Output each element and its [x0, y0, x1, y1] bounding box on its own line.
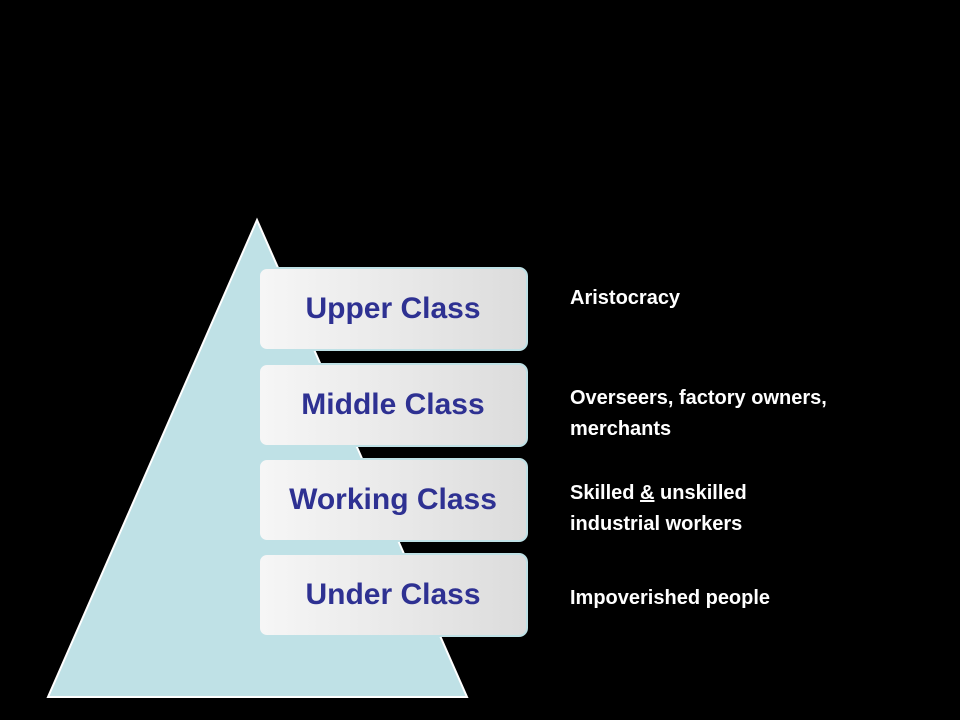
tier-label: Middle Class [301, 388, 485, 421]
description-upper-class: Aristocracy [570, 283, 910, 314]
description-line: Aristocracy [570, 287, 681, 309]
tier-upper-class: Upper Class [258, 267, 528, 351]
description-line: Impoverished people [570, 587, 771, 609]
tier-working-class: Working Class [258, 458, 528, 542]
description-line: industrial workers [570, 513, 743, 535]
tier-middle-class: Middle Class [258, 363, 528, 447]
tier-label: Under Class [305, 578, 481, 611]
description-under-class: Impoverished people [570, 583, 910, 614]
tier-label: Working Class [289, 483, 497, 516]
tier-label: Upper Class [305, 292, 481, 325]
underlined-ampersand: & [640, 482, 655, 504]
tier-under-class: Under Class [258, 553, 528, 637]
description-working-class: Skilled & unskilled industrial workers [570, 478, 910, 540]
description-line: Skilled & unskilled [570, 478, 910, 509]
description-line: merchants [570, 418, 672, 440]
description-line: Overseers, factory owners, [570, 387, 827, 409]
description-text: unskilled [654, 482, 747, 504]
description-middle-class: Overseers, factory owners, merchants [570, 383, 910, 445]
description-text: Skilled [570, 482, 641, 504]
